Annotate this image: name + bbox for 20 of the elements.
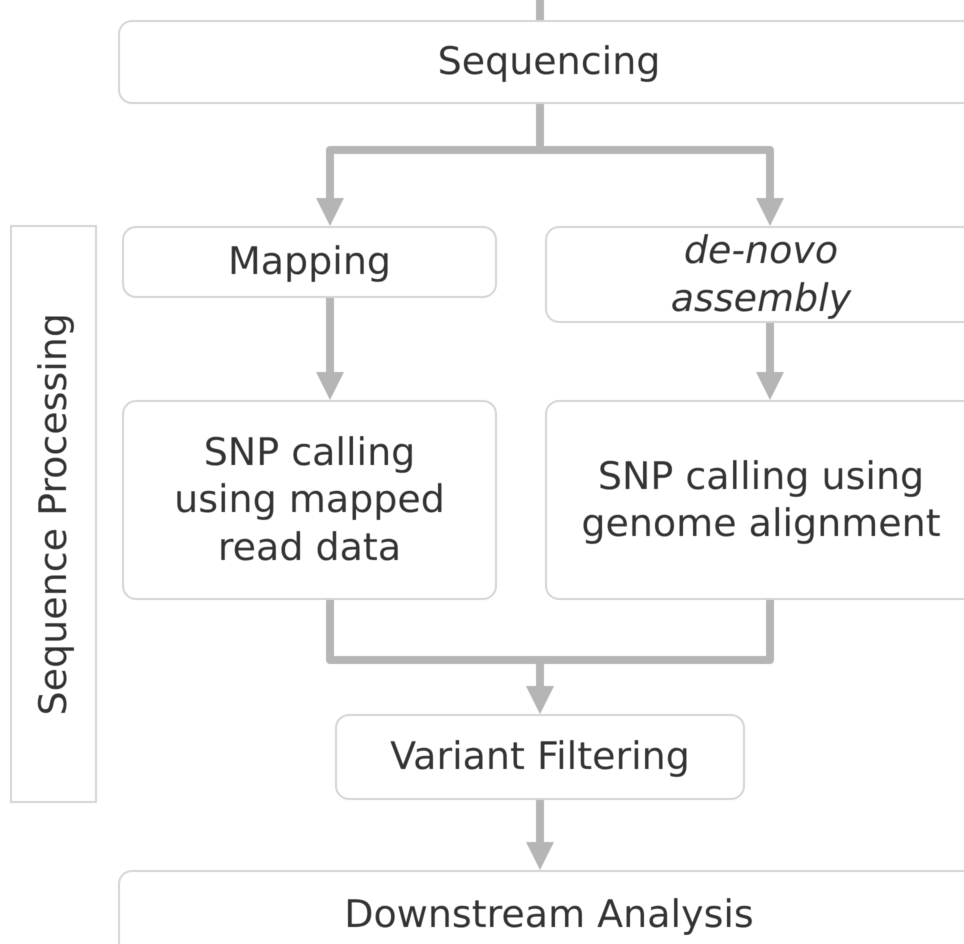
box-label: Downstream Analysis xyxy=(344,891,754,938)
process-box xyxy=(335,714,745,800)
arrow xyxy=(756,323,784,400)
process-box xyxy=(118,20,964,104)
process-box xyxy=(545,226,964,323)
process-box xyxy=(122,226,497,298)
process-box xyxy=(122,400,497,600)
box-label: Variant Filtering xyxy=(390,733,690,780)
arrow xyxy=(316,298,344,400)
box-label: Sequencing xyxy=(438,38,660,86)
box-label: SNP calling using mapped read data xyxy=(173,428,446,571)
box-label: Sequence Processing xyxy=(30,312,76,716)
process-box xyxy=(118,870,964,944)
process-box xyxy=(545,400,964,600)
box-label: SNP calling using genome alignment xyxy=(581,452,941,547)
arrow xyxy=(526,600,774,714)
box-label: de-novo assembly xyxy=(670,227,852,322)
box-label: Mapping xyxy=(228,238,392,286)
section-label-box xyxy=(10,225,97,803)
arrow xyxy=(526,800,554,870)
